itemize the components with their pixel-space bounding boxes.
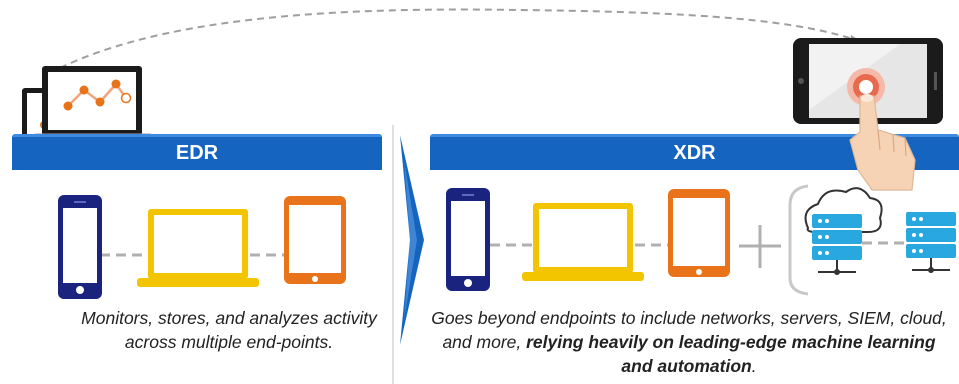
tablet-icon [668, 189, 730, 277]
smartphone-icon [58, 195, 102, 299]
xdr-description-plain: Goes beyond endpoints to include network… [431, 308, 947, 352]
xdr-description-bold: relying heavily on leading-edge machine … [526, 332, 936, 376]
edr-description: Monitors, stores, and analyzes activity … [81, 308, 377, 352]
laptop-icon [137, 209, 259, 287]
server-icon [906, 212, 956, 273]
edr-banner: EDR [12, 134, 382, 170]
edr-title: EDR [175, 142, 219, 164]
xdr-description: Goes beyond endpoints to include network… [428, 306, 950, 378]
server-icon [812, 214, 862, 275]
xdr-title: XDR [673, 142, 716, 164]
plus-icon [739, 225, 781, 268]
tablet-icon [284, 196, 346, 284]
xdr-description-end: . [751, 356, 757, 376]
smartphone-icon [446, 188, 490, 291]
laptop-icon [522, 203, 644, 281]
